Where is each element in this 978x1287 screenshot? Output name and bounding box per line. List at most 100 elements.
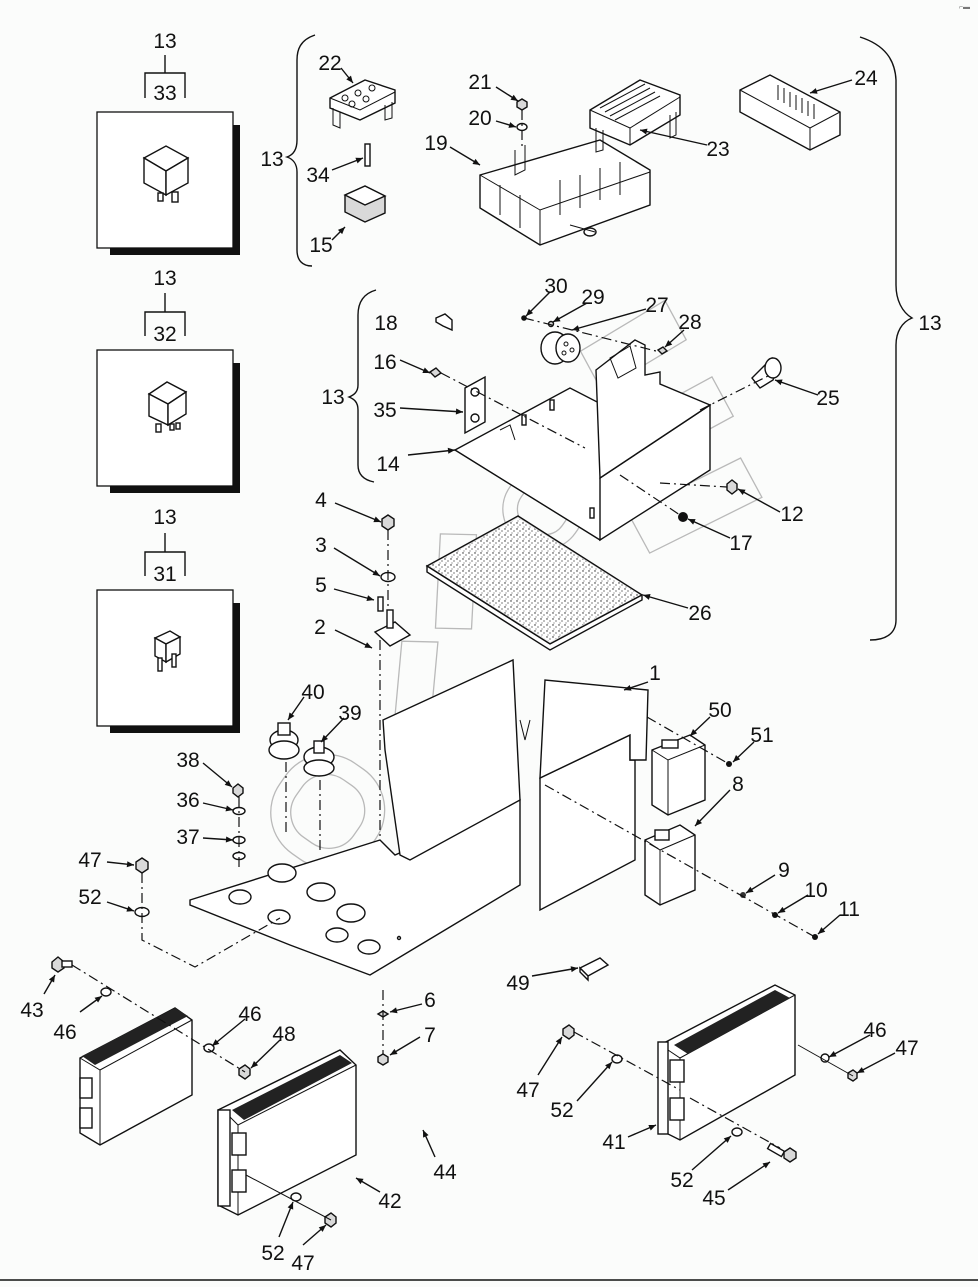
inset-group-label: 13: [153, 267, 176, 290]
arrowhead: [778, 906, 786, 913]
part-23-fuse-cover: [589, 79, 681, 153]
arrowhead: [126, 861, 134, 868]
leader-line: [642, 594, 689, 609]
callout-label: 46: [53, 1021, 76, 1044]
part-28-screw: [656, 346, 669, 355]
arrowhead: [355, 157, 363, 164]
callout-47: 47: [516, 1036, 563, 1102]
callout-label: 15: [309, 234, 332, 257]
part-38-nut: [232, 783, 244, 798]
leader-line: [727, 1161, 771, 1191]
callout-label: 18: [374, 312, 397, 335]
callout-16: 16: [373, 351, 431, 374]
callout-label: 30: [544, 275, 567, 298]
callout-label: 20: [468, 107, 491, 130]
callout-label: 26: [688, 602, 711, 625]
callout-label: 11: [838, 898, 860, 921]
part-46-washer: [203, 1043, 215, 1053]
callout-label: 42: [378, 1190, 401, 1213]
arrowhead: [225, 805, 233, 812]
part-39-fitting: [303, 740, 335, 777]
callout-label: 8: [732, 773, 744, 796]
callout-41: 41: [602, 1124, 657, 1154]
leader-line: [334, 502, 382, 523]
callout-34: 34: [306, 157, 364, 187]
leader-line: [809, 79, 853, 94]
part-25-fuse-holder: [751, 356, 782, 389]
callout-26: 26: [642, 594, 712, 625]
callout-label: 2: [314, 616, 326, 639]
part-19-fuse-box-base: [479, 139, 651, 246]
part-18-clip: [435, 313, 453, 332]
callout-4: 4: [315, 489, 382, 523]
inset-box-33: 13 33: [96, 30, 240, 255]
callout-52: 52: [670, 1135, 732, 1192]
callout-10: 10: [777, 879, 828, 914]
brace-label: 13: [321, 386, 344, 409]
leader-line: [211, 1018, 246, 1047]
brace-label: 13: [918, 312, 941, 335]
callout-7: 7: [389, 1024, 436, 1056]
arrowhead: [390, 1048, 398, 1055]
arrowhead: [251, 1060, 259, 1068]
callout-label: 24: [854, 67, 878, 90]
callout-label: 6: [424, 989, 436, 1012]
callout-label: 38: [176, 749, 199, 772]
callout-51: 51: [732, 724, 774, 763]
part-21-nut: [516, 98, 528, 111]
callout-label: 5: [315, 574, 327, 597]
callout-29: 29: [552, 286, 605, 323]
part-46-washer: [820, 1053, 830, 1063]
arrowhead: [373, 516, 381, 523]
arrowhead: [224, 780, 232, 787]
arrowhead: [572, 325, 580, 331]
callout-19: 19: [424, 132, 481, 166]
part-46-washer: [100, 987, 112, 997]
callout-label: 52: [550, 1099, 573, 1122]
callout-2: 2: [314, 616, 373, 649]
callout-label: 47: [516, 1079, 539, 1102]
arrowhead: [810, 88, 818, 94]
leader-line: [639, 129, 708, 146]
corner-mark: ⌐▬: [958, 4, 970, 11]
callout-52: 52: [78, 886, 135, 912]
arrowhead: [346, 75, 353, 83]
callout-label: 7: [424, 1024, 436, 1047]
inset-item-label: 31: [153, 563, 176, 586]
callout-42: 42: [355, 1177, 402, 1213]
leader-line: [571, 308, 647, 331]
callout-label: 52: [261, 1242, 284, 1265]
callout-52: 52: [550, 1061, 613, 1122]
part-47-nut: [135, 857, 149, 874]
inset-box-31: 13 31: [96, 506, 240, 733]
callout-12: 12: [737, 488, 804, 526]
arrowhead: [688, 519, 696, 525]
callout-label: 47: [895, 1037, 918, 1060]
callout-label: 52: [670, 1169, 693, 1192]
callout-5: 5: [315, 574, 375, 602]
callout-label: 4: [315, 489, 327, 512]
part-9-washer: [740, 892, 746, 898]
blade-fuse-icon: [153, 630, 182, 672]
callout-36: 36: [176, 789, 234, 812]
part-41-control-module: [657, 984, 796, 1141]
leader-line: [774, 379, 819, 396]
callout-14: 14: [376, 447, 456, 476]
callout-8: 8: [694, 773, 744, 827]
part-24-connector-bar: [739, 74, 841, 151]
callout-47: 47: [78, 849, 135, 872]
callout-47: 47: [291, 1224, 327, 1275]
callout-label: 40: [301, 681, 324, 704]
arrowhead: [553, 315, 561, 322]
callout-18: 18: [374, 312, 397, 335]
arrowhead: [643, 594, 651, 600]
arrowhead: [366, 595, 374, 602]
part-26-mat: [425, 515, 644, 651]
callout-46: 46: [828, 1019, 887, 1058]
callout-40: 40: [287, 681, 325, 721]
relay-large-icon: [142, 145, 190, 203]
arrowhead: [94, 996, 102, 1003]
callout-label: 28: [678, 311, 701, 334]
part-22-fuse-holder: [329, 79, 396, 129]
callout-label: 43: [20, 999, 43, 1022]
